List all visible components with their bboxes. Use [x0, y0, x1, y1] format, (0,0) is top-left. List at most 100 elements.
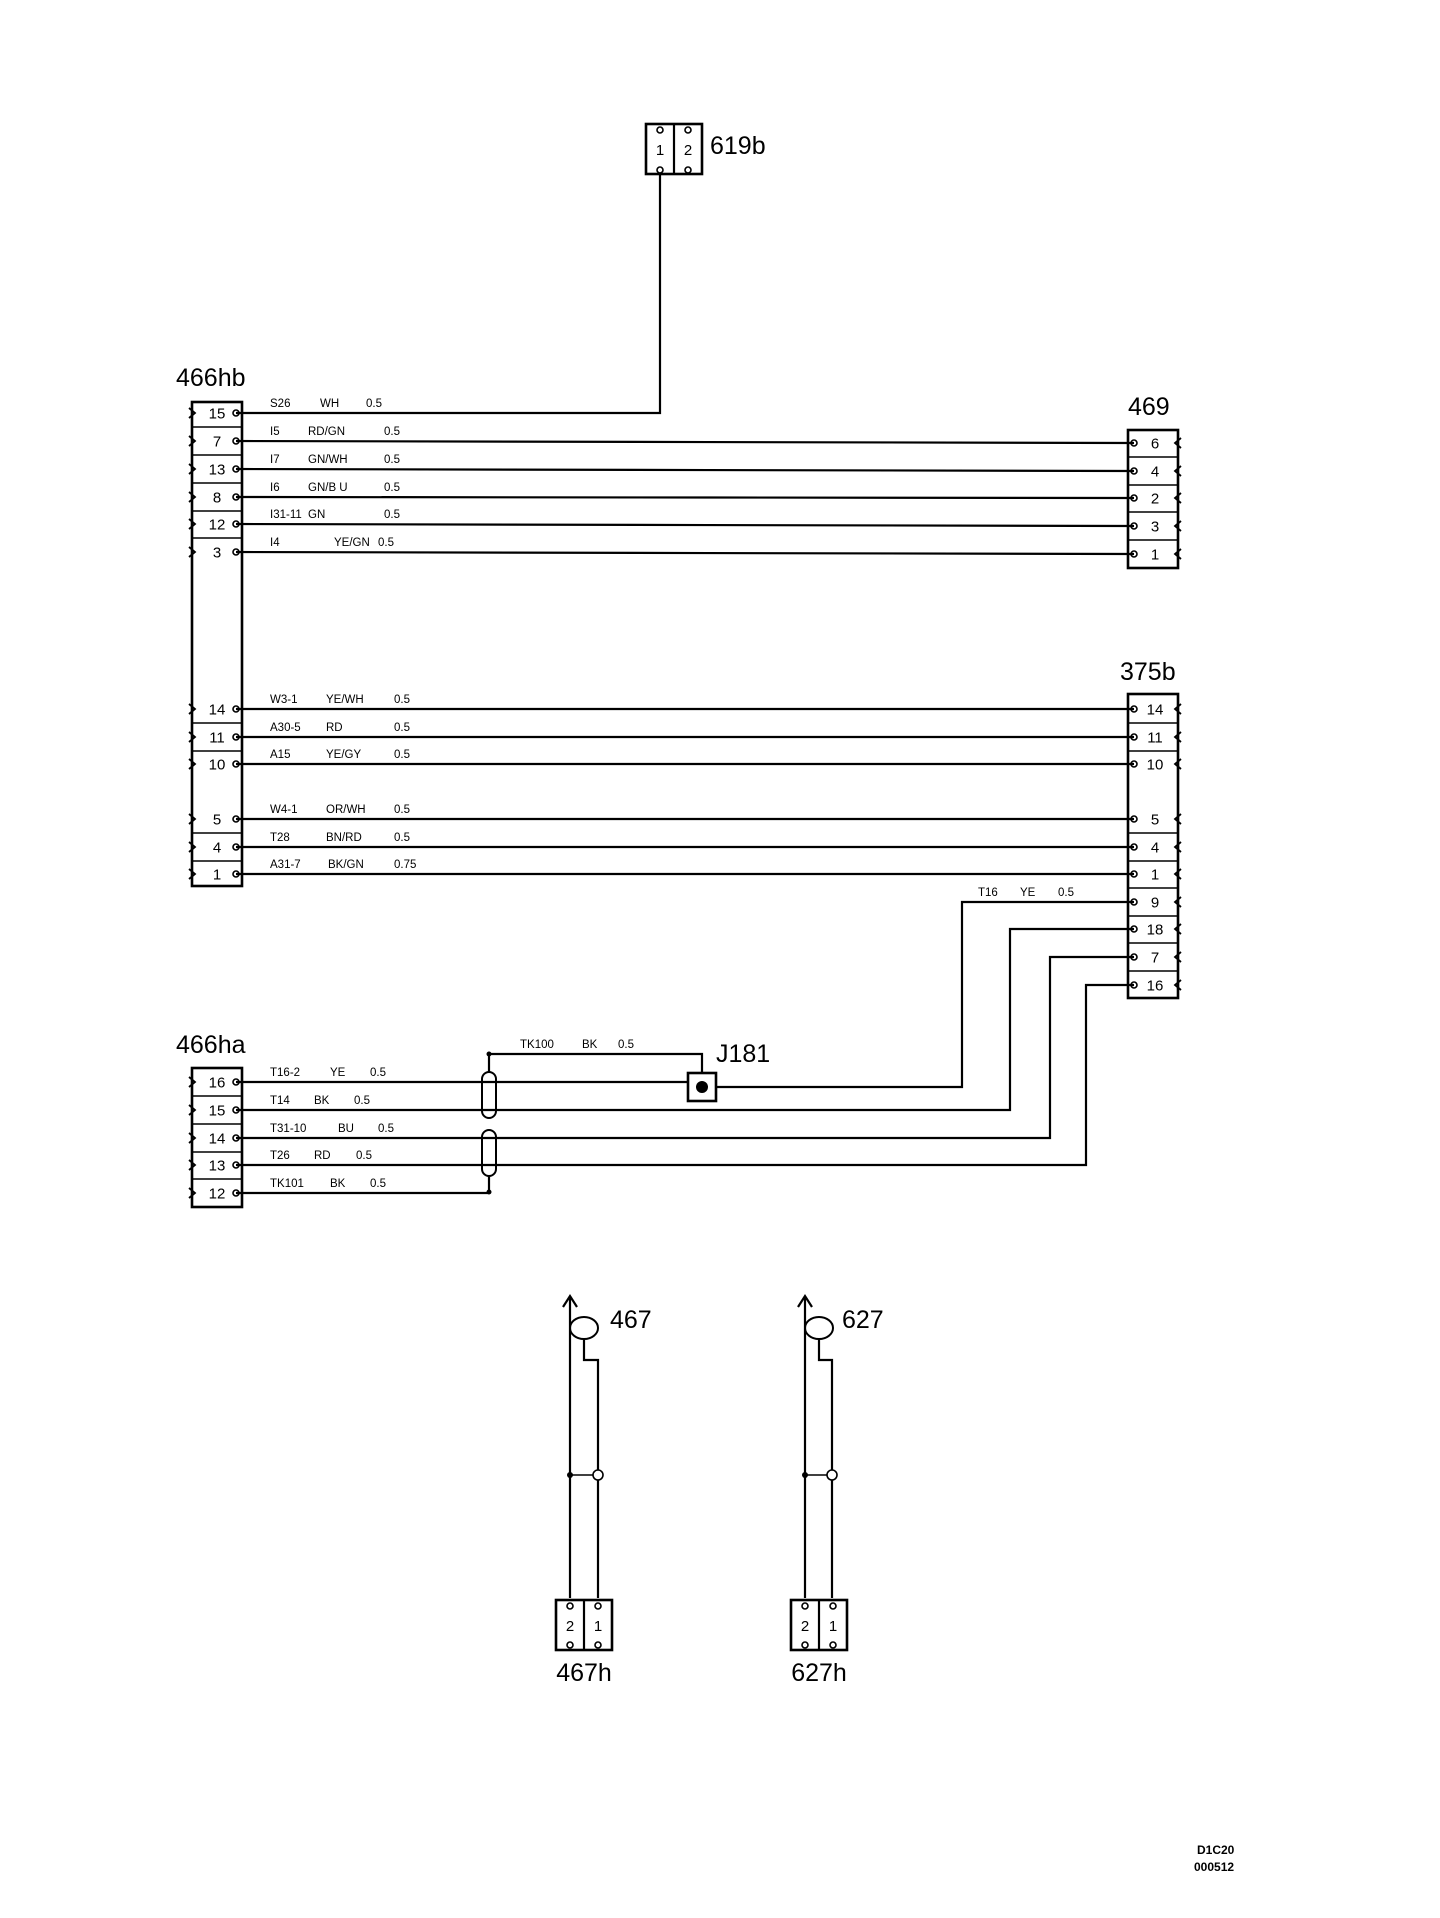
wire-id: T26 — [270, 1150, 290, 1162]
wire-size: 0.5 — [366, 398, 382, 410]
wire-id: T28 — [270, 832, 290, 844]
pin-label: 15 — [209, 1103, 226, 1120]
pin-terminal — [188, 518, 197, 530]
wire-color: OR/WH — [326, 804, 366, 816]
wire-size: 0.5 — [384, 509, 400, 521]
wire-size: 0.5 — [1058, 887, 1074, 899]
wire-color: YE/WH — [326, 694, 364, 706]
connector-label: 627h — [791, 1659, 847, 1687]
wire-color: YE/GN — [334, 537, 370, 549]
wire — [236, 174, 662, 415]
wire-color: BK — [330, 1178, 346, 1190]
pin-terminal — [188, 1132, 197, 1144]
pin-label: 16 — [209, 1075, 226, 1092]
connector-label: 375b — [1120, 658, 1176, 686]
connector-619b: 1 2 619b — [644, 122, 766, 176]
pin-terminal — [188, 1187, 197, 1199]
pin-terminal — [1173, 758, 1182, 770]
shield-symbol — [481, 1051, 497, 1195]
pin-label: 6 — [1151, 436, 1159, 453]
pin-terminal — [1173, 979, 1182, 991]
wire — [235, 439, 1135, 445]
pin-terminal — [1173, 437, 1182, 449]
wire-color: GN/WH — [308, 454, 348, 466]
pin-label: 2 — [1151, 491, 1159, 508]
antenna-label: 467 — [610, 1306, 652, 1334]
pin-terminal — [188, 868, 197, 880]
pin-terminal — [188, 841, 197, 853]
wire — [235, 467, 1135, 473]
connector-label: 466ha — [176, 1031, 246, 1059]
wire-id: TK100 — [520, 1039, 554, 1051]
pin-label: 1 — [1151, 867, 1159, 884]
wire-size: 0.5 — [354, 1095, 370, 1107]
wire-id: T16-2 — [270, 1067, 300, 1079]
pin-terminal — [188, 1159, 197, 1171]
wire-size: 0.5 — [394, 804, 410, 816]
pin-label: 1 — [594, 1618, 602, 1635]
antenna-label: 627 — [842, 1306, 884, 1334]
connector-label: 469 — [1128, 393, 1170, 421]
pin-label: 8 — [213, 490, 221, 507]
pin-terminal — [188, 546, 197, 558]
connector-label: 466hb — [176, 364, 246, 392]
pin-label: 18 — [1147, 922, 1164, 939]
connector-label: 467h — [556, 1659, 612, 1687]
pin-label: 2 — [566, 1618, 574, 1635]
pin-label: 3 — [213, 545, 221, 562]
wire — [236, 927, 1134, 1112]
wire-color: BK — [314, 1095, 330, 1107]
pin-terminal — [188, 1104, 197, 1116]
pin-label: 16 — [1147, 978, 1164, 995]
antenna-627: 627 — [797, 1293, 884, 1598]
wire-color: BU — [338, 1123, 354, 1135]
wire — [489, 1052, 704, 1073]
pin-label: 2 — [801, 1618, 809, 1635]
wire-size: 0.5 — [394, 722, 410, 734]
wire — [236, 983, 1134, 1167]
wire-color: RD — [314, 1150, 331, 1162]
wire-color: RD — [326, 722, 343, 734]
wire-id: I5 — [270, 426, 280, 438]
connector-467h: 2 1 467h — [554, 1598, 614, 1687]
pin-label: 14 — [209, 702, 226, 719]
pin-label: 14 — [1147, 702, 1164, 719]
antenna-467: 467 — [562, 1293, 652, 1598]
wire-color: BK/GN — [328, 859, 364, 871]
wire-size: 0.75 — [394, 859, 416, 871]
pin-terminal — [1173, 813, 1182, 825]
wire-id: I4 — [270, 537, 280, 549]
wire-id: I7 — [270, 454, 280, 466]
pin-label: 1 — [656, 142, 664, 159]
wire-color: BK — [582, 1039, 598, 1051]
wire-color: WH — [320, 398, 339, 410]
pin-label: 5 — [1151, 812, 1159, 829]
wire-color: RD/GN — [308, 426, 345, 438]
wire-size: 0.5 — [378, 1123, 394, 1135]
pin-label: 12 — [209, 1186, 226, 1203]
wire-size: 0.5 — [394, 749, 410, 761]
pin-label: 12 — [209, 517, 226, 534]
wire-id: T14 — [270, 1095, 290, 1107]
wire — [716, 900, 1134, 1089]
wire-size: 0.5 — [618, 1039, 634, 1051]
pin-label: 5 — [213, 812, 221, 829]
wire-id: T31-10 — [270, 1123, 306, 1135]
wire-color: YE — [1020, 887, 1036, 899]
wire-size: 0.5 — [370, 1178, 386, 1190]
pin-terminal — [1173, 868, 1182, 880]
wire-size: 0.5 — [370, 1067, 386, 1079]
pin-terminal — [188, 1076, 197, 1088]
pin-terminal — [1173, 492, 1182, 504]
pin-terminal — [1173, 923, 1182, 935]
pin-label: 9 — [1151, 895, 1159, 912]
wire-id: A30-5 — [270, 722, 301, 734]
pin-label: 10 — [209, 757, 226, 774]
pin-terminal — [188, 407, 197, 419]
wire-id: TK101 — [270, 1178, 304, 1190]
pin-label: 7 — [1151, 950, 1159, 967]
